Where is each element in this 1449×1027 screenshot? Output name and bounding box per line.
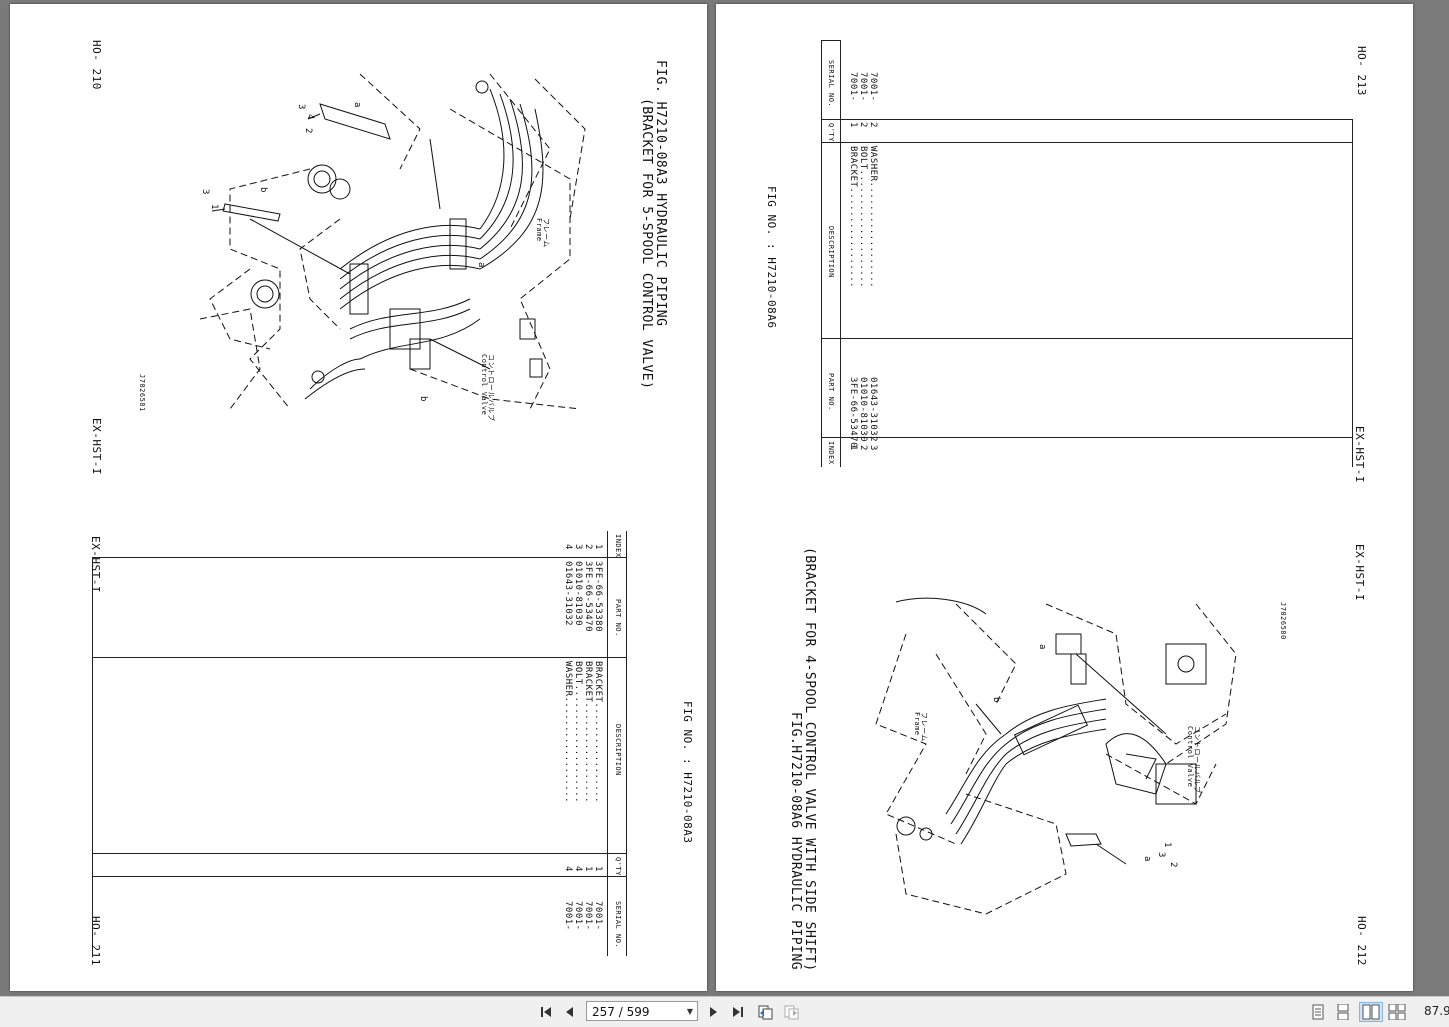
hydraulic-piping-drawing bbox=[199, 73, 586, 410]
next-view-icon[interactable] bbox=[781, 1002, 801, 1022]
col-header-index: INDEX bbox=[614, 534, 622, 558]
table-row-description: WASHER.................. bbox=[868, 146, 878, 289]
table-row-qty: 1 bbox=[848, 122, 858, 128]
table-row-index: 1 bbox=[593, 544, 603, 550]
col-header-qty: Q'TY bbox=[614, 857, 622, 876]
table-row-serial: 7001- bbox=[858, 72, 868, 102]
table-row-serial: 7001- bbox=[848, 72, 858, 102]
table-row-description: BRACKET................. bbox=[593, 661, 603, 804]
viewer-toolbar: 257 / 599 ▼ 87.9 bbox=[0, 996, 1449, 1027]
group-code-top: EX-HST-I bbox=[1353, 426, 1366, 483]
page-number-bottom: HO- 212 bbox=[1355, 916, 1368, 966]
group-code-top: EX-HST-I bbox=[90, 418, 103, 475]
group-code-mid: EX-HST-I bbox=[1353, 544, 1366, 601]
table-row-qty: 4 bbox=[573, 866, 583, 872]
table-row-description: WASHER.................. bbox=[563, 661, 573, 804]
continuous-icon[interactable] bbox=[1333, 1002, 1353, 1022]
table-row-qty: 4 bbox=[563, 866, 573, 872]
previous-view-icon[interactable] bbox=[755, 1002, 775, 1022]
first-page-icon[interactable] bbox=[536, 1002, 556, 1022]
table-row-description: BOLT.................... bbox=[858, 146, 868, 289]
figure-number: FIG NO. : H7210-08A3 bbox=[681, 701, 694, 844]
left-page: HO- 210 EX-HST-I FIG. H7210-08A3 HYDRAUL… bbox=[10, 4, 707, 991]
table-row-index: 4 bbox=[563, 544, 573, 550]
table-row-part-no: 01643-31032 bbox=[868, 377, 878, 443]
hydraulic-piping-drawing bbox=[875, 597, 1237, 915]
table-row-part-no: 3FE-66-53470 bbox=[848, 377, 858, 449]
col-header-description: DESCRIPTION bbox=[827, 226, 835, 278]
table-row-serial: 7001- bbox=[593, 901, 603, 931]
table-row-index: 3 bbox=[573, 544, 583, 550]
drawing-id: J7026580 bbox=[1279, 602, 1287, 640]
table-row-qty: 1 bbox=[593, 866, 603, 872]
figure-title: FIG. H7210-08A3 HYDRAULIC PIPING bbox=[653, 60, 668, 327]
table-row-qty: 2 bbox=[868, 122, 878, 128]
prev-page-icon[interactable] bbox=[560, 1002, 580, 1022]
table-row-qty: 2 bbox=[858, 122, 868, 128]
col-header-qty: Q'TY bbox=[827, 123, 835, 142]
zoom-level[interactable]: 87.9 bbox=[1424, 1004, 1449, 1018]
page-number-top: HO- 213 bbox=[1355, 46, 1368, 96]
table-row-description: BRACKET................. bbox=[583, 661, 593, 804]
table-row-index: 2 bbox=[583, 544, 593, 550]
table-row-part-no: 3FE-66-53470 bbox=[583, 561, 593, 633]
page-number-input[interactable]: 257 / 599 ▼ bbox=[586, 1001, 698, 1021]
col-header-index: INDEX bbox=[827, 441, 835, 465]
figure-subtitle: (BRACKET FOR 4-SPOOL CONTROL VALVE WITH … bbox=[802, 547, 817, 972]
table-row-description: BOLT.................... bbox=[573, 661, 583, 804]
next-page-icon[interactable] bbox=[703, 1002, 723, 1022]
figure-title: FIG.H7210-08A6 HYDRAULIC PIPING bbox=[788, 712, 803, 971]
table-row-serial: 7001- bbox=[563, 901, 573, 931]
figure-number: FIG NO. : H7210-08A6 bbox=[765, 186, 778, 329]
table-row-index: 2 bbox=[858, 445, 868, 451]
last-page-icon[interactable] bbox=[728, 1002, 748, 1022]
drawing-id: J7026581 bbox=[138, 374, 146, 412]
table-row-description: BRACKET................. bbox=[848, 146, 858, 289]
col-header-part-no: PART NO. bbox=[614, 599, 622, 637]
table-row-qty: 1 bbox=[583, 866, 593, 872]
col-header-serial: SERIAL NO. bbox=[614, 901, 622, 949]
chevron-down-icon[interactable]: ▼ bbox=[686, 1007, 693, 1016]
continuous-facing-icon[interactable] bbox=[1387, 1002, 1407, 1022]
figure-subtitle: (BRACKET FOR 5-SPOOL CONTROL VALVE) bbox=[639, 98, 654, 390]
table-row-serial: 7001- bbox=[583, 901, 593, 931]
table-row-index: 3 bbox=[868, 445, 878, 451]
page-number-bottom: HO- 211 bbox=[89, 916, 102, 966]
table-row-part-no: 01643-31032 bbox=[563, 561, 573, 627]
single-page-icon[interactable] bbox=[1308, 1002, 1328, 1022]
facing-icon[interactable] bbox=[1359, 1002, 1383, 1022]
table-row-serial: 7001- bbox=[868, 72, 878, 102]
col-header-serial: SERIAL NO. bbox=[827, 60, 835, 108]
group-code-bottom: EX-HST-I bbox=[89, 536, 102, 593]
right-page: HO- 213 FIG NO. : H7210-08A6 EX-HST-I EX… bbox=[716, 4, 1413, 991]
table-row-part-no: 3FE-66-53380 bbox=[593, 561, 603, 633]
page-number-top: HO- 210 bbox=[90, 40, 103, 90]
col-header-description: DESCRIPTION bbox=[614, 724, 622, 776]
table-row-part-no: 01010-81030 bbox=[858, 377, 868, 443]
table-row-part-no: 01010-81030 bbox=[573, 561, 583, 627]
page-indicator: 257 / 599 bbox=[592, 1005, 650, 1019]
table-row-serial: 7001- bbox=[573, 901, 583, 931]
col-header-part-no: PART NO. bbox=[827, 373, 835, 411]
